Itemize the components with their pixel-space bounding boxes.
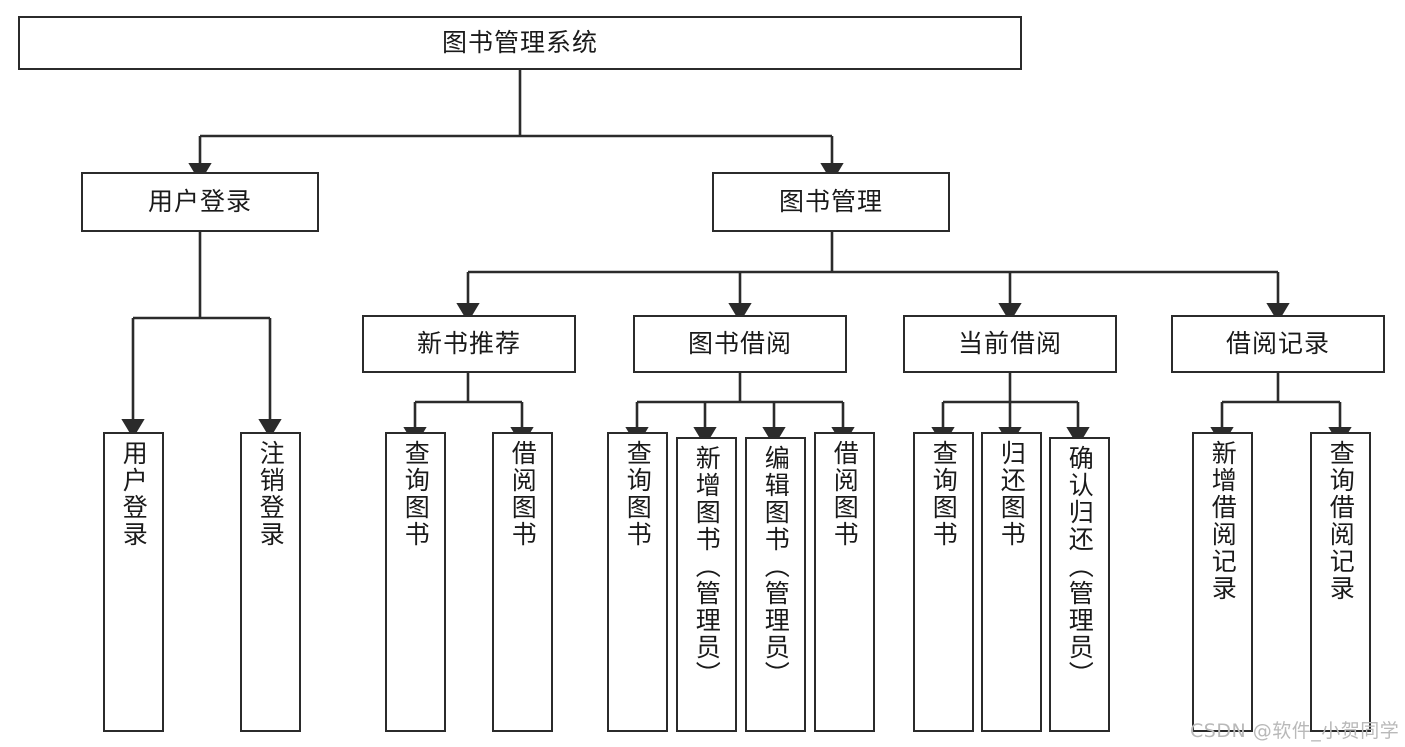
node-leaf-borrow-book-1-label: 借阅图书	[508, 440, 538, 548]
node-book-borrow[interactable]: 图书借阅	[633, 315, 847, 373]
node-leaf-query-book-3[interactable]: 查询图书	[913, 432, 974, 732]
node-root[interactable]: 图书管理系统	[18, 16, 1022, 70]
node-leaf-add-record[interactable]: 新增借阅记录	[1192, 432, 1253, 732]
csdn-watermark: CSDN @软件_小贺同学	[1190, 720, 1400, 742]
node-book-borrow-label: 图书借阅	[687, 329, 792, 359]
node-leaf-edit-book-label: 编辑图书（管理员）	[761, 445, 791, 688]
node-current-borrow[interactable]: 当前借阅	[903, 315, 1117, 373]
node-leaf-user-login[interactable]: 用户登录	[103, 432, 164, 732]
node-root-label: 图书管理系统	[441, 28, 598, 58]
node-leaf-return-book[interactable]: 归还图书	[981, 432, 1042, 732]
node-leaf-add-book-label: 新增图书（管理员）	[692, 445, 722, 688]
node-leaf-confirm-return-label: 确认归还（管理员）	[1065, 445, 1095, 688]
node-leaf-query-record-label: 查询借阅记录	[1326, 440, 1356, 602]
node-new-book-rec-label: 新书推荐	[416, 329, 521, 359]
node-leaf-borrow-book-1[interactable]: 借阅图书	[492, 432, 553, 732]
node-current-borrow-label: 当前借阅	[957, 329, 1062, 359]
node-new-book-rec[interactable]: 新书推荐	[362, 315, 576, 373]
node-leaf-borrow-book-2[interactable]: 借阅图书	[814, 432, 875, 732]
node-leaf-logout-label: 注销登录	[256, 440, 286, 548]
node-book-manage-label: 图书管理	[778, 187, 883, 217]
node-leaf-logout[interactable]: 注销登录	[240, 432, 301, 732]
node-leaf-confirm-return[interactable]: 确认归还（管理员）	[1049, 437, 1110, 732]
node-leaf-borrow-book-2-label: 借阅图书	[830, 440, 860, 548]
node-borrow-record[interactable]: 借阅记录	[1171, 315, 1385, 373]
node-leaf-query-book-2-label: 查询图书	[623, 440, 653, 548]
node-borrow-record-label: 借阅记录	[1225, 329, 1330, 359]
node-leaf-add-record-label: 新增借阅记录	[1208, 440, 1238, 602]
node-leaf-query-record[interactable]: 查询借阅记录	[1310, 432, 1371, 732]
node-leaf-user-login-label: 用户登录	[119, 440, 149, 548]
node-user-login[interactable]: 用户登录	[81, 172, 319, 232]
node-leaf-query-book-1-label: 查询图书	[401, 440, 431, 548]
node-leaf-edit-book[interactable]: 编辑图书（管理员）	[745, 437, 806, 732]
node-leaf-return-book-label: 归还图书	[997, 440, 1027, 548]
node-leaf-query-book-3-label: 查询图书	[929, 440, 959, 548]
node-user-login-label: 用户登录	[147, 187, 252, 217]
node-leaf-add-book[interactable]: 新增图书（管理员）	[676, 437, 737, 732]
node-leaf-query-book-2[interactable]: 查询图书	[607, 432, 668, 732]
node-book-manage[interactable]: 图书管理	[712, 172, 950, 232]
node-leaf-query-book-1[interactable]: 查询图书	[385, 432, 446, 732]
